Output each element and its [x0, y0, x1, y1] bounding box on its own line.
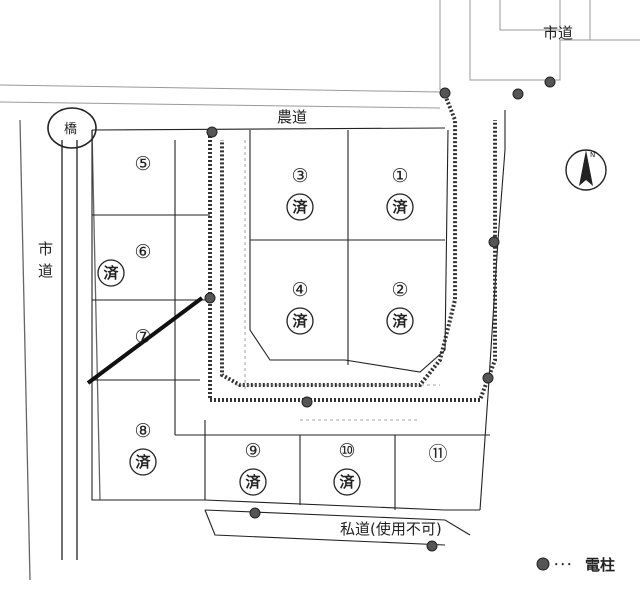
inner-lot-lines	[249, 129, 449, 373]
pole-6	[482, 372, 494, 384]
legend: ･･･ 電柱	[536, 556, 615, 574]
sold-badge-9	[239, 468, 267, 496]
lot-number-7: ⑦	[134, 326, 151, 348]
background-lines	[0, 0, 640, 109]
lot-status-2: 済	[392, 312, 408, 330]
lot-status-3: 済	[292, 198, 308, 216]
lot-status-9: 済	[245, 473, 261, 491]
lot-status-10: 済	[339, 473, 355, 491]
farm-road-label: 農道	[277, 108, 307, 126]
city-road-top-label: 市道	[543, 24, 573, 42]
pole-3	[512, 88, 524, 100]
pole-9	[249, 507, 261, 519]
lot-number-8: ⑧	[134, 420, 151, 442]
pole-2	[439, 87, 451, 99]
utility-poles	[204, 76, 556, 552]
lot-number-5: ⑤	[134, 153, 151, 175]
sold-badge-10	[333, 468, 361, 496]
pole-5	[488, 236, 500, 248]
legend-pole-icon	[536, 557, 550, 571]
bridge-marker	[47, 107, 97, 149]
city-road-left-label: 市 道	[38, 240, 53, 280]
site-boundaries	[91, 110, 506, 546]
pole-7	[204, 292, 216, 304]
pole-8	[301, 396, 313, 408]
pole-10	[426, 540, 438, 552]
lot-number-4: ④	[291, 279, 308, 301]
sold-badge-6	[97, 259, 125, 287]
north-compass: N	[565, 149, 607, 191]
private-road-label: 私道(使用不可)	[340, 520, 442, 538]
diagonal-line	[86, 296, 204, 385]
lot-number-1: ①	[391, 165, 408, 187]
legend-dots: ･･･	[553, 558, 573, 573]
sold-badge-1	[386, 193, 414, 221]
left-city-road	[19, 119, 101, 581]
lot-number-9: ⑨	[244, 440, 261, 462]
lot-status-1: 済	[392, 198, 408, 216]
bridge-label: 橋	[64, 122, 77, 137]
lot-number-11: ⑪	[428, 443, 447, 465]
compass-north-label: N	[590, 151, 595, 159]
lot-status-6: 済	[103, 264, 119, 282]
lot-status-8: 済	[135, 453, 151, 471]
lot-number-3: ③	[291, 165, 308, 187]
sold-badge-2	[386, 307, 414, 335]
pole-1	[206, 126, 218, 138]
pole-4	[544, 76, 556, 88]
inner-road-frame	[208, 94, 497, 402]
lot-number-10: ⑩	[338, 440, 355, 462]
lot-number-6: ⑥	[134, 241, 151, 263]
city-road-left-char-2: 道	[38, 262, 53, 280]
sold-badge-8	[129, 448, 157, 476]
legend-label: 電柱	[585, 556, 615, 574]
sold-badge-4	[286, 307, 314, 335]
sold-badge-3	[286, 193, 314, 221]
dimension-lines	[235, 140, 440, 421]
city-road-left-char-1: 市	[38, 240, 53, 258]
lot-number-2: ②	[391, 279, 408, 301]
lot-status-4: 済	[292, 312, 308, 330]
